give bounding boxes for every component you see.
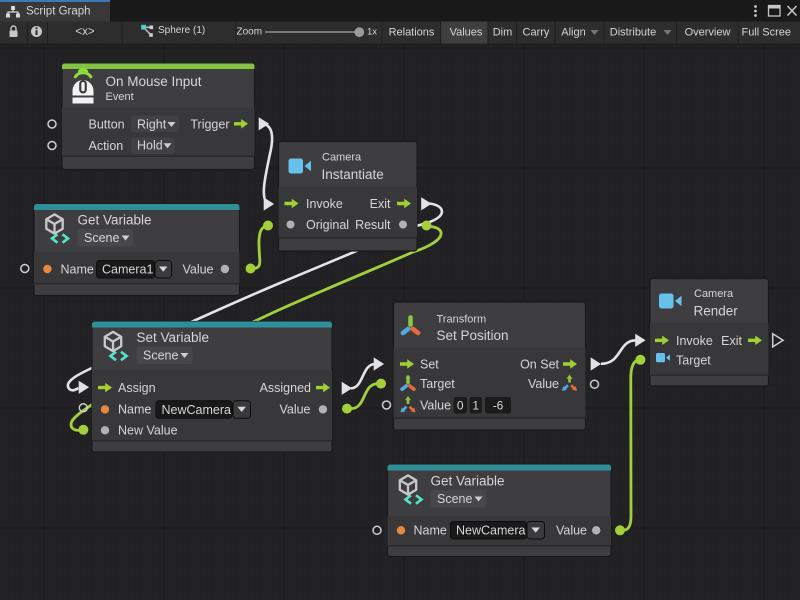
svg-text:Original: Original [306,218,349,232]
svg-text:0: 0 [457,399,464,413]
svg-text:Target: Target [420,377,455,391]
svg-text:Target: Target [676,353,711,367]
svg-text:Hold: Hold [137,139,163,153]
svg-text:Camera: Camera [694,288,734,300]
svg-text:Invoke: Invoke [676,334,713,348]
svg-text:Right: Right [137,117,167,131]
svg-text:Camera: Camera [322,152,362,164]
svg-text:On Set: On Set [520,358,559,372]
svg-text:Invoke: Invoke [306,197,343,211]
svg-text:Carry: Carry [523,26,550,38]
svg-text:Assigned: Assigned [260,381,311,395]
svg-text:Set: Set [420,358,439,372]
svg-text:Value: Value [556,524,587,538]
svg-text:Action: Action [89,139,124,153]
svg-text:<x>: <x> [75,26,94,38]
svg-text:Name: Name [414,524,447,538]
svg-text:Set Variable: Set Variable [137,330,210,345]
svg-text:Assign: Assign [118,381,156,395]
svg-text:1x: 1x [367,27,377,38]
svg-text:Set Position: Set Position [437,328,509,343]
svg-text:NewCamera: NewCamera [162,403,232,417]
svg-text:NewCamera: NewCamera [456,524,526,538]
svg-text:Dim: Dim [493,26,513,38]
svg-text:Button: Button [89,118,125,132]
svg-text:Script Graph: Script Graph [26,6,91,18]
svg-text:1: 1 [472,399,479,413]
svg-text:Trigger: Trigger [190,118,229,132]
svg-text:Instantiate: Instantiate [322,167,384,182]
svg-text:Get Variable: Get Variable [78,213,152,228]
svg-text:Value: Value [528,377,559,391]
svg-text:Exit: Exit [721,334,742,348]
svg-text:Render: Render [694,304,739,319]
svg-text:Scene: Scene [84,231,119,245]
svg-text:Align: Align [561,26,585,38]
svg-text:Scene: Scene [143,349,178,363]
svg-text:Exit: Exit [370,197,391,211]
svg-text:Transform: Transform [437,314,487,326]
svg-text:-6: -6 [493,399,504,413]
svg-text:On Mouse Input: On Mouse Input [106,74,202,89]
svg-text:Zoom: Zoom [237,27,263,38]
svg-text:Relations: Relations [389,26,435,38]
svg-text:Overview: Overview [685,26,731,38]
svg-text:Name: Name [118,403,151,417]
svg-text:New Value: New Value [118,424,178,438]
svg-text:Camera1: Camera1 [102,263,153,277]
svg-text:Event: Event [106,91,134,103]
svg-text:Result: Result [355,218,391,232]
svg-text:Name: Name [61,262,94,276]
svg-text:Full Scree: Full Scree [742,26,792,38]
svg-text:Value: Value [182,262,213,276]
svg-text:Value: Value [279,403,310,417]
svg-text:Sphere (1): Sphere (1) [158,25,205,36]
svg-text:Value: Value [420,399,451,413]
svg-text:Distribute: Distribute [610,26,656,38]
svg-text:Scene: Scene [437,492,472,506]
svg-text:Get Variable: Get Variable [431,474,505,489]
svg-text:Values: Values [450,26,483,38]
